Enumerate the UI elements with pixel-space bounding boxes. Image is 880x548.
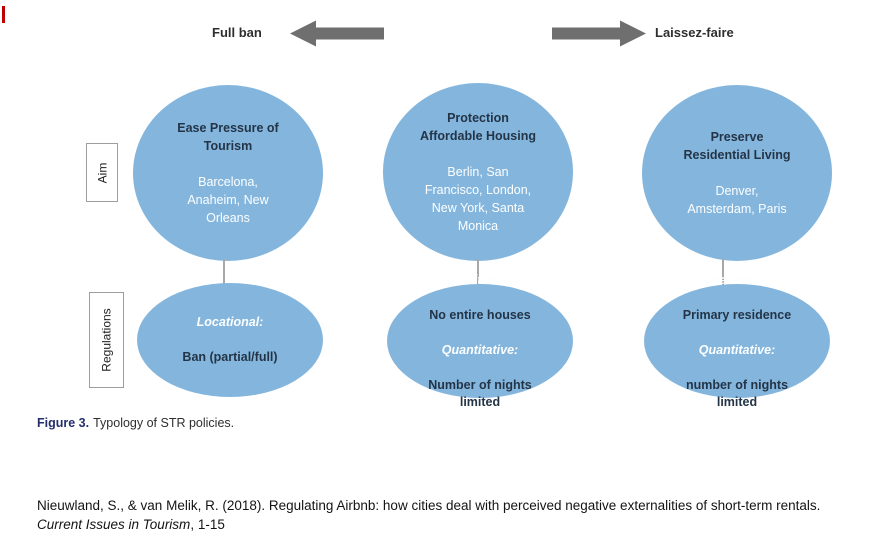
citation-text: Nieuwland, S., & van Melik, R. (2018). R… xyxy=(37,498,821,513)
regulation-value: Ban (partial/full) xyxy=(182,350,278,364)
arrow-left-icon xyxy=(290,20,384,47)
aim-bubble-preserve-residential-living: Preserve Residential Living Denver, Amst… xyxy=(642,85,832,261)
connector-line xyxy=(722,259,724,286)
aim-cities: Denver, Amsterdam, Paris xyxy=(687,184,787,216)
row-label-aim: Aim xyxy=(86,143,118,202)
spectrum-label-laissez-faire: Laissez-faire xyxy=(655,25,734,40)
red-accent-mark xyxy=(2,6,5,23)
regulation-bubble-locational-ban: Locational: Ban (partial/full) xyxy=(137,283,323,397)
regulation-value: No entire houses xyxy=(429,307,531,322)
aim-cities: Berlin, San Francisco, London, New York,… xyxy=(424,165,532,233)
aim-bubble-protection-affordable-housing: Protection Affordable Housing Berlin, Sa… xyxy=(383,83,573,261)
arrow-right-icon xyxy=(552,20,646,47)
regulation-term: Qualitative: xyxy=(702,272,772,287)
aim-title: Ease Pressure of Tourism xyxy=(177,121,279,153)
regulation-bubble-primary-residence: Qualitative: Primary residence Quantitat… xyxy=(644,273,830,409)
regulation-value: Primary residence xyxy=(682,307,792,322)
connector-line xyxy=(477,259,479,286)
aim-title: Preserve Residential Living xyxy=(683,130,791,162)
regulation-bubble-no-entire-houses: Qualitative: No entire houses Quantitati… xyxy=(387,273,573,409)
aim-title: Protection Affordable Housing xyxy=(420,111,536,143)
figure-caption-text: Typology of STR policies. xyxy=(93,416,235,430)
citation-journal: Current Issues in Tourism xyxy=(37,516,191,532)
aim-cities: Barcelona, Anaheim, New Orleans xyxy=(187,175,269,225)
citation-pages: , 1-15 xyxy=(190,516,225,532)
citation: Nieuwland, S., & van Melik, R. (2018). R… xyxy=(37,497,857,534)
regulation-value: number of nights limited xyxy=(685,377,789,409)
regulation-term: Locational: xyxy=(196,315,264,329)
figure-caption-label: Figure 3. xyxy=(37,416,90,430)
spectrum-label-full-ban: Full ban xyxy=(212,25,262,40)
regulation-term: Qualitative: xyxy=(445,272,515,287)
aim-bubble-ease-pressure-tourism: Ease Pressure of Tourism Barcelona, Anah… xyxy=(133,85,323,261)
row-label-aim-text: Aim xyxy=(94,162,109,183)
row-label-regulations-text: Regulations xyxy=(99,308,114,372)
figure-caption: Figure 3.Typology of STR policies. xyxy=(37,416,234,430)
regulation-value: Number of nights limited xyxy=(428,377,532,409)
regulation-term: Quantitative: xyxy=(441,342,519,357)
connector-line xyxy=(223,259,225,285)
regulation-term: Quantitative: xyxy=(698,342,776,357)
row-label-regulations: Regulations xyxy=(89,292,124,388)
